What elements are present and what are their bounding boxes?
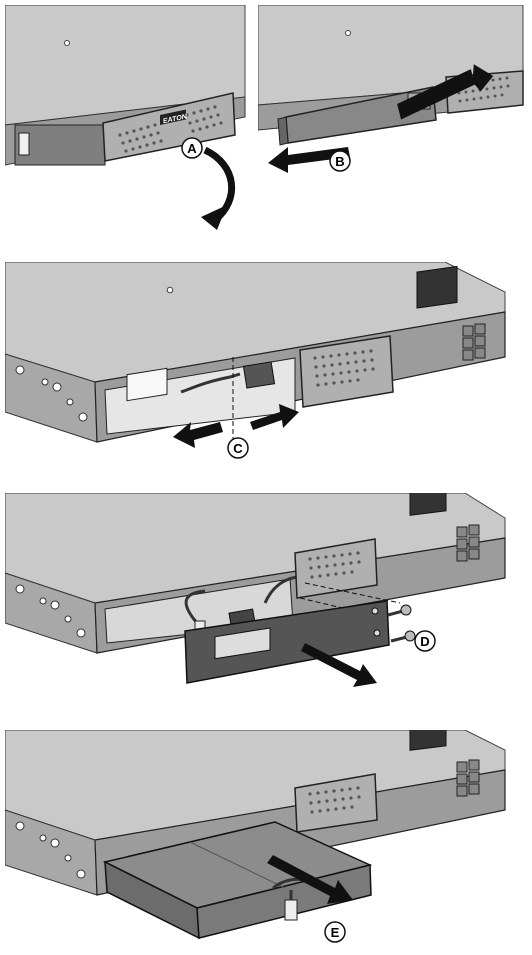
step-e-label: E	[324, 921, 346, 943]
svg-text:B: B	[335, 154, 344, 169]
screw-icon	[390, 630, 416, 643]
step-a-illustration: EATON A	[5, 5, 246, 230]
bracket	[184, 600, 390, 684]
brand-badge: EATON	[160, 109, 187, 125]
panel-step-e: E	[5, 730, 527, 952]
battery-pack	[102, 821, 373, 940]
step-b-illustration: B	[258, 5, 524, 173]
svg-text:E: E	[331, 925, 340, 940]
panel-step-a: EATON A	[5, 5, 250, 235]
lcd-display	[409, 730, 447, 751]
screw-icon	[387, 604, 412, 617]
connector-arrow-left	[173, 422, 223, 448]
battery-out-arrow	[267, 855, 353, 904]
svg-text:A: A	[187, 141, 197, 156]
panel-step-b: B	[258, 5, 530, 235]
step-e-illustration: E	[5, 730, 506, 943]
bracket-out-arrow	[301, 643, 377, 687]
step-d-label: D	[414, 630, 436, 652]
control-buttons	[456, 524, 480, 562]
svg-text:EATON: EATON	[163, 113, 187, 125]
step-a-label: A	[181, 137, 203, 159]
slide-out-arrow	[268, 147, 350, 173]
step-c-label: C	[227, 437, 249, 459]
step-b-label: B	[329, 150, 351, 172]
panel-step-d: D	[5, 493, 527, 705]
svg-text:D: D	[420, 634, 429, 649]
control-buttons	[456, 759, 480, 797]
control-buttons	[462, 323, 486, 361]
step-c-illustration: C	[5, 262, 506, 459]
panel-step-c: C	[5, 262, 527, 467]
rotate-arrow-head	[201, 205, 227, 230]
connector-arrow-right	[250, 404, 299, 430]
push-arrow	[397, 64, 494, 120]
lcd-display	[409, 493, 447, 516]
step-d-illustration: D	[5, 493, 506, 687]
lcd-display	[416, 265, 458, 309]
svg-text:C: C	[233, 441, 243, 456]
